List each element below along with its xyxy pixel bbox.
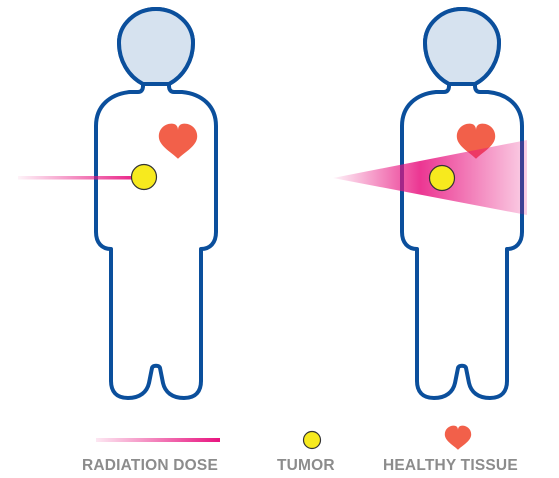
legend-tumor-icon [304,432,321,449]
narrow-beam-patient [18,9,216,398]
legend-heart-icon [445,426,471,450]
legend-radiation-line-icon [96,438,220,442]
legend-healthy-tissue-label: HEALTHY TISSUE [383,456,518,476]
tumor-circle [430,166,455,191]
legend-radiation-dose-label: RADIATION DOSE [82,456,218,476]
radiation-beam-narrow [18,176,144,180]
tumor-circle [132,165,157,190]
legend-tumor-label: TUMOR [277,456,335,476]
person-head [425,9,499,84]
person-head [119,9,193,84]
